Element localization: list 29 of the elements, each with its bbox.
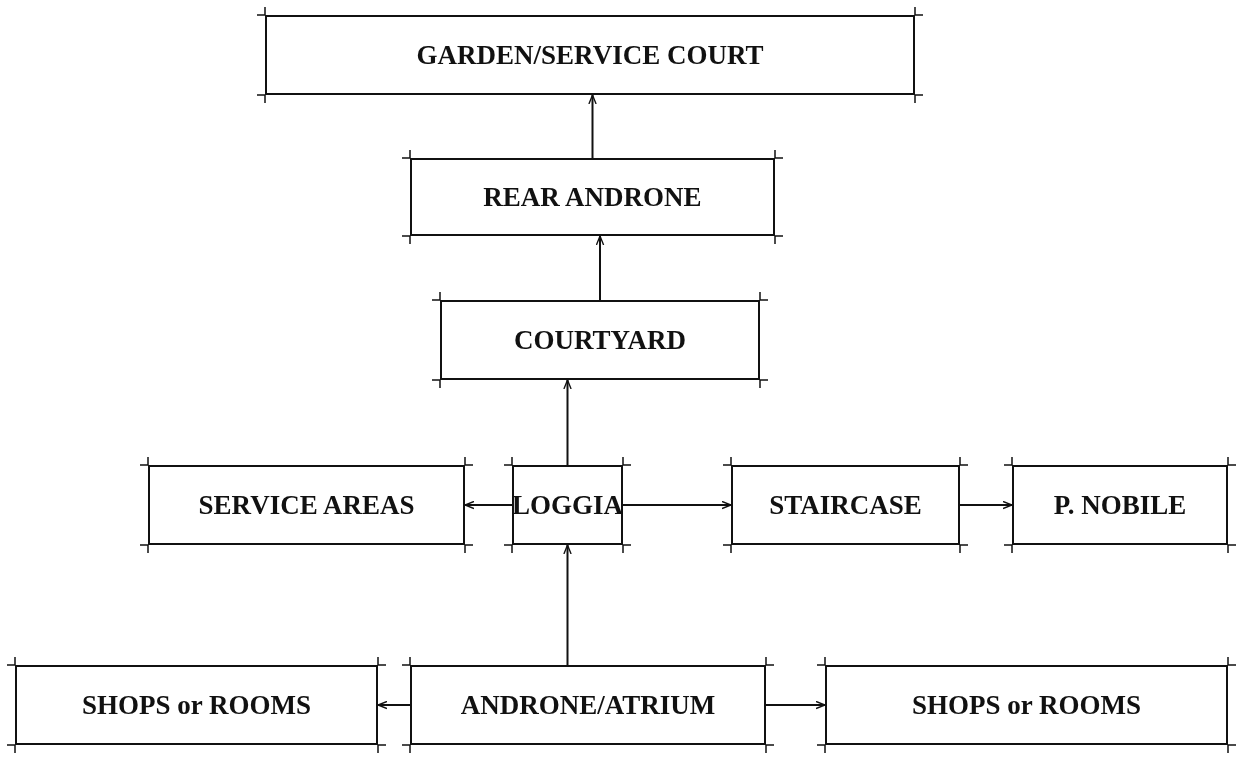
- arrow: [464, 500, 513, 510]
- room-box: [731, 465, 960, 545]
- room-label: STAIRCASE: [769, 489, 922, 521]
- arrow: [563, 379, 572, 466]
- arrow: [959, 500, 1013, 510]
- room-box: [15, 665, 378, 745]
- room-label: ANDRONE/ATRIUM: [460, 689, 716, 721]
- room-box: [410, 158, 775, 236]
- room-label: P. NOBILE: [1053, 489, 1187, 521]
- room-box: [148, 465, 465, 545]
- room-label: COURTYARD: [513, 324, 687, 356]
- room-box: [440, 300, 760, 380]
- room-label: REAR ANDRONE: [483, 181, 702, 213]
- arrow: [563, 544, 572, 666]
- arrow: [595, 235, 605, 301]
- room-label: SHOPS or ROOMS: [82, 689, 311, 721]
- arrow: [765, 700, 826, 710]
- room-label: LOGGIA: [512, 489, 623, 521]
- room-label: SERVICE AREAS: [198, 489, 415, 521]
- arrow: [588, 94, 597, 159]
- arrow: [622, 500, 732, 510]
- room-box: [512, 465, 623, 545]
- room-label: SHOPS or ROOMS: [912, 689, 1141, 721]
- room-box: [410, 665, 766, 745]
- room-label: GARDEN/SERVICE COURT: [416, 39, 764, 71]
- arrow: [377, 700, 411, 710]
- room-box: [265, 15, 915, 95]
- room-box: [1012, 465, 1228, 545]
- room-box: [825, 665, 1228, 745]
